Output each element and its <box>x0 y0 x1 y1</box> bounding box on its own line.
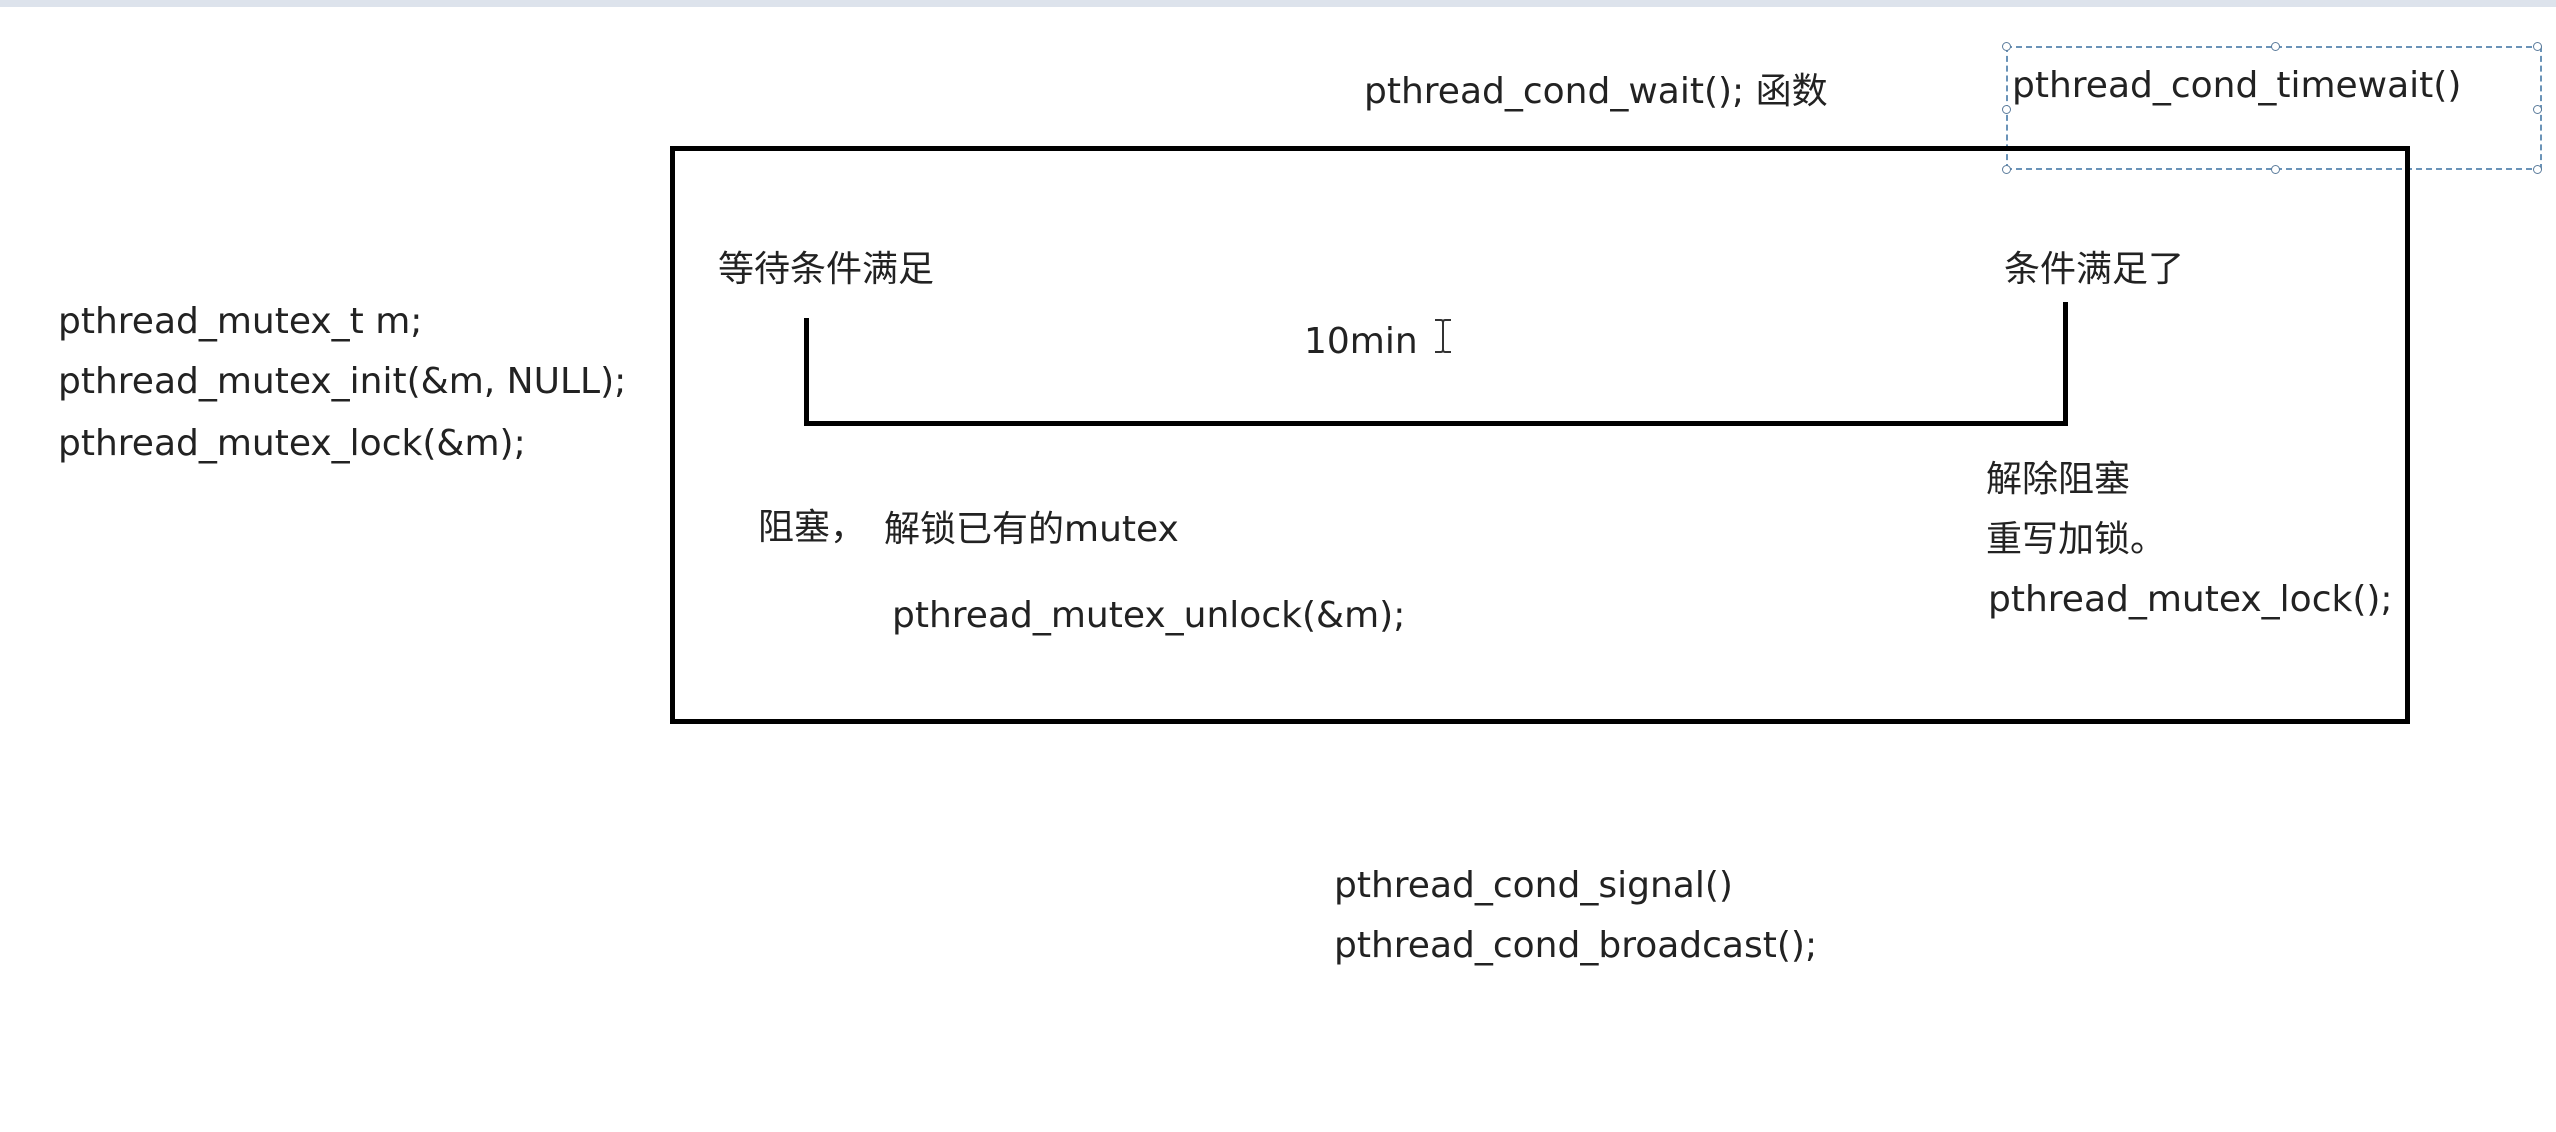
blocked-label: 阻塞， <box>758 507 867 548</box>
timewait-label[interactable]: pthread_cond_timewait() <box>2012 65 2462 106</box>
window-top-strip <box>0 0 2556 7</box>
resize-handle-se[interactable] <box>2533 165 2542 174</box>
mutex-declaration: pthread_mutex_t m; <box>58 301 423 342</box>
diagram-title: pthread_cond_wait(); 函数 <box>1364 71 1828 112</box>
resize-handle-s[interactable] <box>2271 165 2280 174</box>
selected-textbox[interactable] <box>2002 42 2542 174</box>
condition-satisfied-label: 条件满足了 <box>2004 249 2185 290</box>
timeline-end-tick <box>2063 302 2068 426</box>
duration-label: 10min <box>1304 321 1418 362</box>
resize-handle-e[interactable] <box>2533 105 2542 114</box>
mutex-unlock-call: pthread_mutex_unlock(&m); <box>892 595 1406 636</box>
wait-condition-label: 等待条件满足 <box>718 249 935 290</box>
text-cursor-icon <box>1435 319 1451 353</box>
cond-signal-call: pthread_cond_signal() <box>1334 865 1733 906</box>
relock-label: 重写加锁。 <box>1986 519 2167 560</box>
unblock-label: 解除阻塞 <box>1986 459 2131 500</box>
resize-handle-w[interactable] <box>2002 105 2011 114</box>
resize-handle-ne[interactable] <box>2533 42 2542 51</box>
cond-wait-box <box>670 146 2410 724</box>
timeline-start-tick <box>804 318 809 426</box>
resize-handle-nw[interactable] <box>2002 42 2011 51</box>
unlock-mutex-desc: 解锁已有的mutex <box>884 509 1179 550</box>
mutex-relock-call: pthread_mutex_lock(); <box>1988 579 2393 620</box>
mutex-init-call: pthread_mutex_init(&m, NULL); <box>58 361 627 402</box>
resize-handle-sw[interactable] <box>2002 165 2011 174</box>
timeline-bar <box>804 421 2068 426</box>
resize-handle-n[interactable] <box>2271 42 2280 51</box>
mutex-lock-call: pthread_mutex_lock(&m); <box>58 423 526 464</box>
cond-broadcast-call: pthread_cond_broadcast(); <box>1334 925 1818 966</box>
